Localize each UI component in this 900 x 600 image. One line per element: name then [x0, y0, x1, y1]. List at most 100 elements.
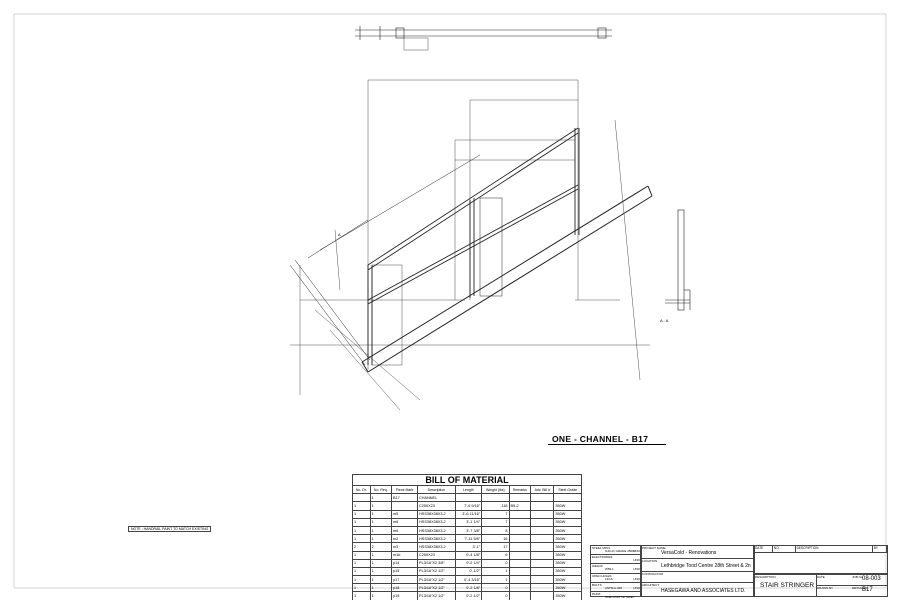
bom-cell: 1 — [369, 550, 393, 560]
bom-cell: 2 — [369, 542, 393, 552]
bom-cell: 0'-2 1/8" — [454, 583, 483, 593]
description: STAIR STRINGER — [760, 582, 815, 589]
spec-value: 13/16 — [605, 576, 613, 581]
bom-cell: 350W — [553, 583, 582, 593]
bom-cell: 1 — [352, 501, 371, 511]
bom-cell: 1 — [369, 517, 393, 527]
bom-cell: m3 — [390, 542, 419, 552]
bom-cell: m6 — [390, 517, 419, 527]
bom-cell: 1 — [352, 517, 371, 527]
bom-cell: 0'-1/2" — [454, 566, 483, 577]
bom-cell: 7'-6 9/16" — [454, 501, 483, 511]
bom-cell: 7'-11 5/8" — [454, 534, 483, 544]
section-mark: A — [338, 232, 341, 237]
bom-cell — [530, 534, 555, 544]
bom-cell: 350W — [553, 550, 582, 560]
bom-cell: 1 — [481, 566, 510, 577]
bom-cell: 8 — [481, 525, 510, 536]
bom-cell: 350W — [553, 591, 582, 600]
bom-cell — [530, 542, 555, 552]
drawn-label: DRAWN BY — [817, 586, 834, 590]
bom-cell: 1 — [369, 509, 393, 519]
spec-label: PAINT — [592, 591, 601, 596]
project-name: VersaCold - Renovations — [661, 550, 717, 556]
bom-cell: 7 — [481, 509, 510, 519]
drawing-title: ONE - CHANNEL - B17 — [552, 434, 649, 444]
bom-cell — [530, 501, 555, 511]
bom-cell — [530, 509, 555, 519]
bom-cell: 6 — [481, 550, 510, 560]
revision-header: NO. — [773, 546, 796, 552]
bom-cell: HSS38X38X3.2 — [417, 542, 456, 552]
bom-cell — [508, 525, 532, 536]
bom-cell: 1 — [352, 525, 371, 536]
bom-cell: 350W — [553, 542, 582, 552]
bom-cell — [530, 591, 555, 600]
bom-cell — [454, 493, 483, 503]
bom-cell — [508, 517, 532, 527]
bom-cell: p14 — [390, 558, 419, 568]
spec-label: STEEL MTRL — [592, 546, 611, 550]
bom-cell — [508, 566, 532, 577]
project-name-label: PROJECT NAME — [642, 546, 666, 550]
bom-cell: PL3/16"X2 1/2" — [417, 566, 456, 577]
bom-header: No. Req. — [369, 484, 393, 495]
bom-cell: 1 — [369, 591, 393, 600]
bom-cell: m1b — [390, 550, 419, 560]
channel-stringer — [289, 185, 653, 373]
bom-header: No. Dr. — [352, 484, 371, 495]
bom-cell: 0'-2 1/4" — [454, 558, 483, 568]
bom-header: Piece Mark — [390, 484, 419, 495]
bom-cell: 1 — [352, 534, 371, 544]
location: Lethbridge Tood Centre 28th Street & 2n — [661, 563, 751, 569]
bom-cell — [352, 493, 371, 503]
bom-cell — [508, 534, 532, 544]
bom-cell: p17 — [390, 575, 419, 585]
spec-unit: UNO — [633, 549, 640, 553]
bom-cell — [508, 493, 532, 503]
bom-cell — [508, 575, 532, 585]
bom-cell: PL3/16"X2 1/2" — [417, 591, 456, 600]
bom-cell: 17 — [481, 542, 510, 552]
spec-label: OPEN HOLES — [592, 573, 612, 578]
bom-cell: 350W — [553, 558, 582, 568]
bom-cell — [530, 525, 555, 536]
description-label: DESCRIPTION — [755, 575, 776, 579]
bom-cell — [508, 542, 532, 552]
bom-cell: 1 — [369, 575, 393, 585]
bom-cell: C250X23 — [417, 501, 456, 511]
bom-cell: p19 — [390, 591, 419, 600]
bom-cell: 3'-1" — [454, 542, 483, 552]
revision-header: DESCRIPTION — [796, 546, 873, 552]
bom-cell: 1 — [352, 575, 371, 585]
spec-label: WELDS — [592, 564, 603, 569]
bom-cell: B17 — [390, 493, 419, 503]
spec-value: ONE COAT OF GREY PRIMER — [605, 594, 635, 600]
bom-cell: 350W — [553, 534, 582, 544]
detail-label: DETAIL No. — [852, 586, 868, 590]
job-number: 08-003 — [862, 576, 881, 582]
bom-cell: p15 — [390, 566, 419, 577]
date-label: DATE — [817, 575, 825, 579]
bom-cell — [508, 583, 532, 593]
bom-cell: 1 — [369, 558, 393, 568]
spec-label: ELECTRODES — [592, 555, 613, 560]
handrail — [307, 127, 580, 366]
bom-cell: 350W — [553, 517, 582, 527]
bom-cell: m6 — [390, 525, 419, 536]
section-view — [665, 209, 691, 311]
bom-cell: 0'-4 1/8" — [454, 550, 483, 560]
spec-value: W59.1 — [605, 567, 614, 572]
bom-cell: 350W — [553, 566, 582, 577]
bom-cell: 0 — [481, 591, 510, 600]
